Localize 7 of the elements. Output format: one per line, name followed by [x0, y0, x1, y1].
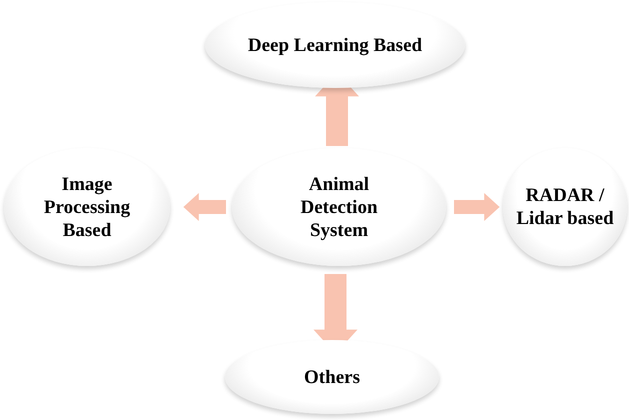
node-label: Image Processing Based [42, 172, 132, 242]
node-label: RADAR / Lidar based [515, 184, 615, 230]
node-label: Deep Learning Based [246, 34, 424, 56]
node-label: Others [303, 366, 361, 388]
block-arrow [183, 193, 226, 221]
node-label: Animal Detection System [299, 172, 379, 242]
block-arrow [454, 193, 500, 221]
